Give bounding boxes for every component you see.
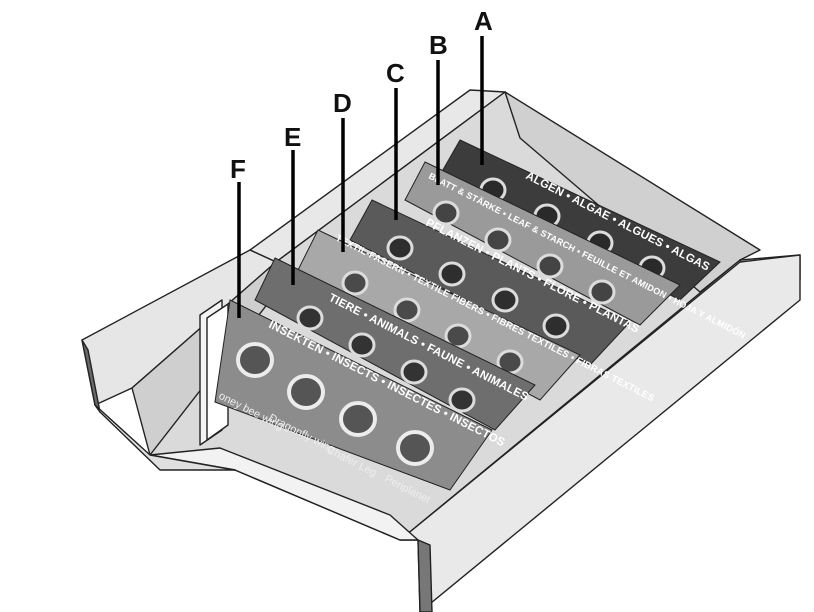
specimen-hole [339, 401, 377, 437]
specimen-hole [588, 279, 616, 305]
callout-B: B [429, 30, 448, 60]
card-B-holes [432, 200, 616, 305]
spare-cards-2 [206, 303, 229, 441]
specimen-hole [491, 287, 519, 313]
specimen-hole [396, 430, 434, 466]
specimen-hole [438, 261, 466, 287]
specimen-hole [341, 270, 369, 296]
callout-letters: A B C D E F [230, 6, 493, 184]
card-D-holes [341, 270, 524, 375]
card-E-holes [296, 305, 476, 413]
specimen-hole [296, 305, 324, 331]
card-C-holes [386, 235, 570, 339]
tray-bottom-flap [94, 404, 236, 471]
specimen-hole [536, 253, 564, 279]
specimen-hole [348, 332, 376, 358]
specimen-hole [432, 200, 460, 226]
specimen-hole [542, 313, 570, 339]
tray-right-wall [504, 91, 761, 293]
card-E-body [254, 257, 536, 431]
specimen-hole [484, 227, 512, 253]
specimen-hole [236, 342, 274, 378]
tray-front-face [417, 539, 433, 612]
callout-C: C [386, 58, 405, 88]
card-F-holes [236, 342, 434, 466]
callout-F: F [230, 154, 246, 184]
callout-D: D [333, 88, 352, 118]
callout-lines [237, 36, 484, 318]
callout-E: E [284, 122, 301, 152]
callout-A: A [474, 6, 493, 36]
specimen-hole [393, 297, 421, 323]
specimen-hole [386, 235, 414, 261]
specimen-hole [287, 374, 325, 410]
specimen-hole [400, 359, 428, 385]
specimen-hole [448, 387, 476, 413]
